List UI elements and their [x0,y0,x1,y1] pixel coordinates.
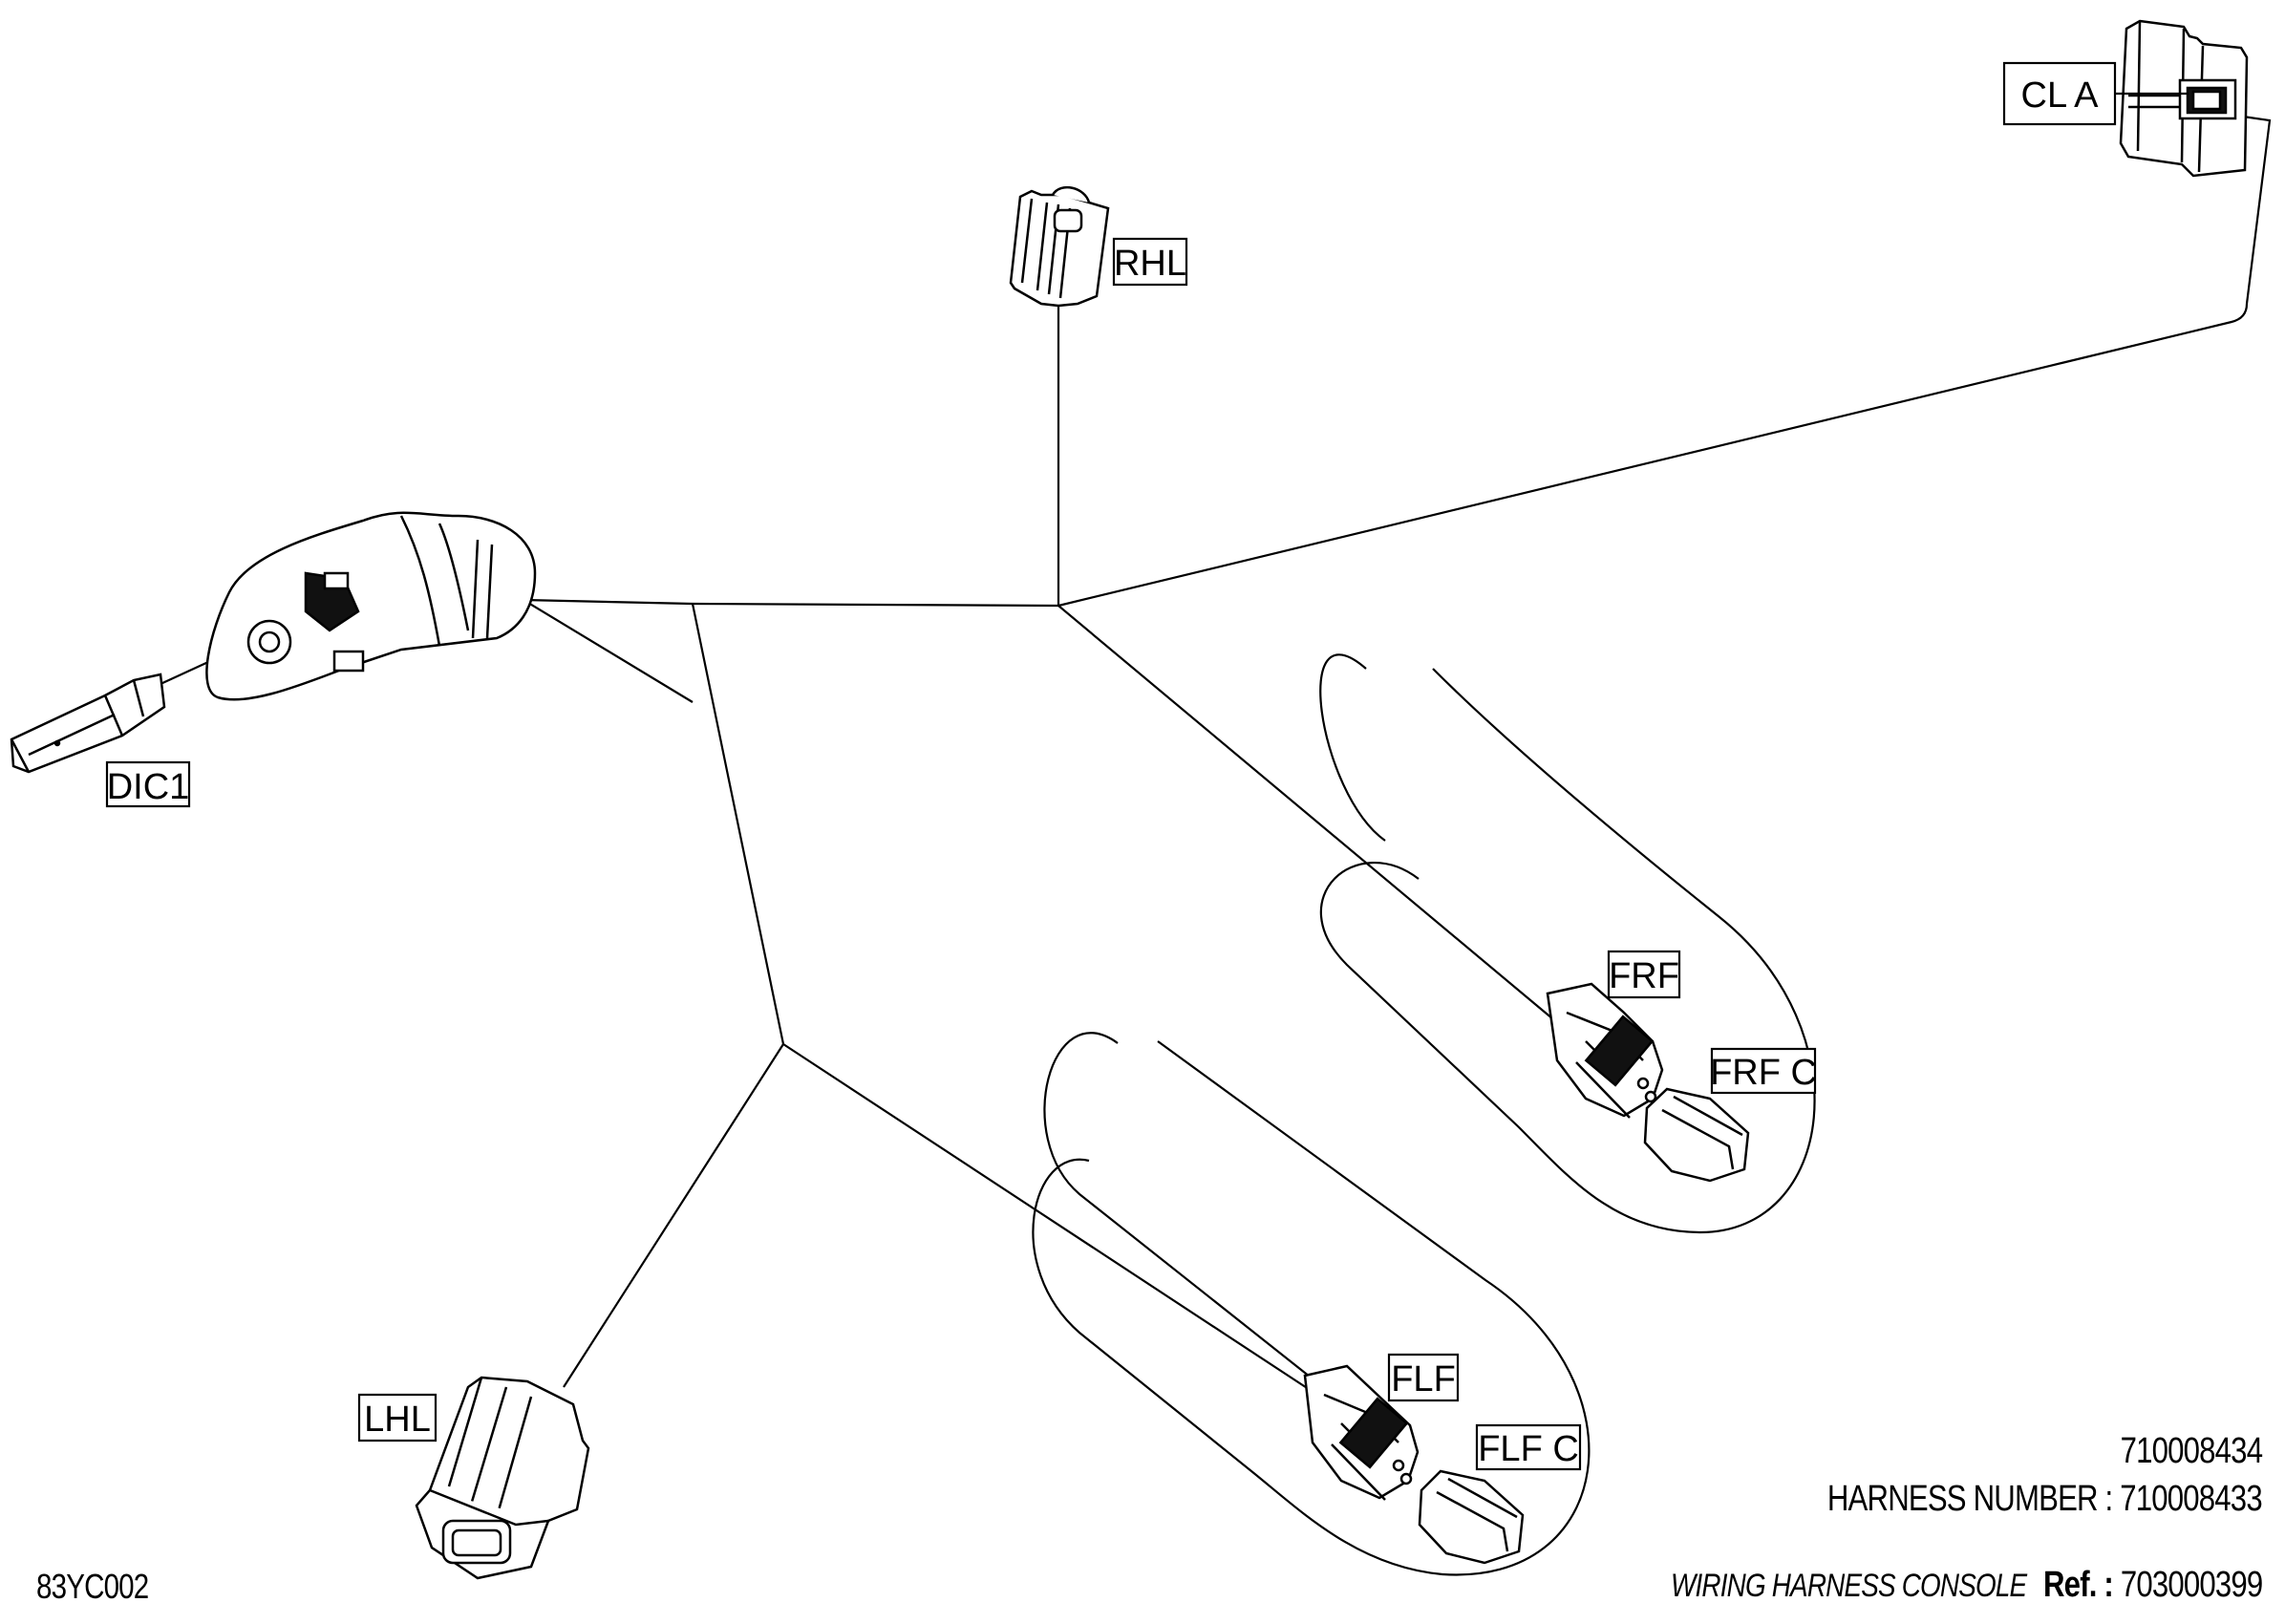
rhl-label: RHL [1114,244,1186,284]
cl-a-label: CL A [2021,75,2100,116]
dic1-connector [10,673,166,774]
wire-to-cl-a [1057,115,2272,608]
flf-connector [1303,1364,1420,1501]
lhl-label: LHL [364,1400,431,1440]
wire-junction-down [691,603,785,1045]
frf-wire-loop [1319,668,1816,1234]
harness-number-value: 710008433 [2120,1479,2262,1519]
wire-to-frf [1057,605,1560,1025]
lhl-tag: LHL [357,1393,438,1442]
flf-cap [1418,1469,1525,1565]
cl-a-connector [2119,19,2249,178]
flf-c-label: FLF C [1478,1429,1579,1469]
dic1-label: DIC1 [107,767,190,807]
flf-label: FLF [1391,1359,1456,1400]
wire-to-dic1-housing [523,598,694,606]
frf-wire-loop-outer [1319,653,1386,842]
frf-tag: FRF [1607,950,1681,999]
drawing-title: WIRING HARNESS CONSOLE [1670,1568,2027,1604]
cl-a-tag: CL A [2002,61,2188,126]
rhl-tag: RHL [1112,237,1188,287]
frf-c-label: FRF C [1710,1053,1817,1093]
ref-number: 703000399 [2120,1565,2262,1605]
wire-dic1-lead [160,661,209,685]
rhl-connector [1009,185,1110,308]
dic1-housing [205,511,537,701]
flf-c-tag: FLF C [1475,1423,1582,1471]
wire-to-lhl [563,1043,784,1388]
lhl-connector [415,1376,590,1580]
flf-tag: FLF [1387,1353,1460,1402]
wire-dic1-housing-link [523,599,694,703]
harness-number-label: HARNESS NUMBER : [1827,1479,2113,1519]
part-number-1: 710008434 [2120,1431,2262,1471]
flf-wire-loop [1032,1032,1591,1576]
harness-number-line: HARNESS NUMBER : 710008433 [1827,1479,2263,1520]
title-line: WIRING HARNESS CONSOLE Ref. : 703000399 [1670,1565,2263,1606]
frf-connector [1546,982,1664,1119]
drawing-code: 83YC002 [36,1567,149,1606]
wire-trunk-center [692,602,1059,608]
ref-label: Ref. : [2042,1565,2114,1605]
harness-wires [160,115,2272,1400]
frf-c-tag: FRF C [1710,1047,1817,1095]
wire-to-flf [782,1043,1324,1400]
frf-cap [1643,1087,1750,1183]
dic1-tag: DIC1 [105,760,191,808]
frf-label: FRF [1609,956,1679,996]
